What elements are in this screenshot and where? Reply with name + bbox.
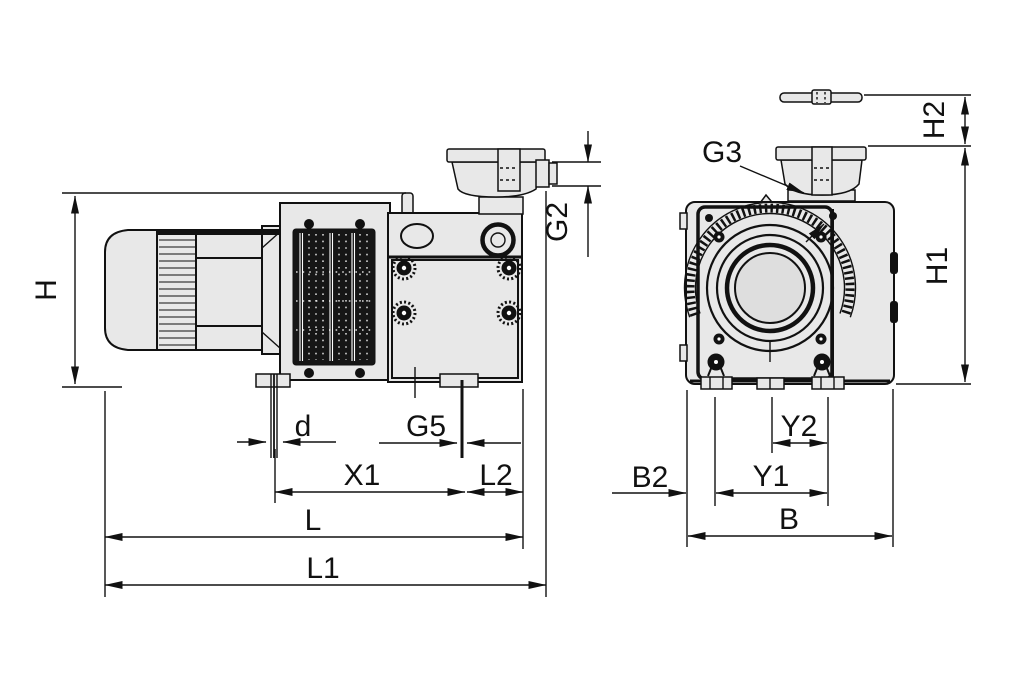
clamp-knobs-front	[707, 353, 831, 377]
bore-ring	[724, 242, 816, 334]
dimension-g5: G5	[379, 410, 521, 447]
filter-clamp-strap	[811, 146, 833, 196]
motor	[104, 225, 283, 355]
mounting-feet-side	[255, 373, 479, 458]
filter-cup	[451, 161, 541, 198]
grille-perforations	[296, 234, 372, 360]
foot	[811, 376, 845, 390]
dimension-l2: L2	[466, 459, 524, 496]
oil-fill-plug-center	[490, 232, 506, 248]
foot	[255, 373, 291, 388]
dimension-d: d	[237, 410, 336, 446]
star-knob	[496, 255, 522, 281]
dimension-b: B	[686, 389, 894, 547]
star-knob	[391, 300, 417, 326]
filter-cover-disc	[779, 89, 863, 105]
pump-body-front	[679, 201, 898, 390]
dimension-y2-label: Y2	[781, 410, 818, 443]
side-lug	[890, 301, 898, 323]
side-tab	[679, 212, 688, 230]
dimension-d-label: d	[295, 410, 312, 443]
leader-line	[739, 165, 805, 194]
dimension-y1-label: Y1	[753, 460, 790, 493]
cover-disc-strap	[811, 89, 832, 105]
dimension-b2: B2	[612, 461, 687, 497]
bearing-arc-outer	[683, 201, 857, 318]
foot	[700, 376, 733, 390]
pump-block	[387, 212, 523, 383]
dimension-l1-label: L1	[306, 552, 339, 585]
filter-lid	[446, 148, 546, 163]
grille-screw-hole	[304, 219, 314, 229]
filter-clamp-strap	[497, 148, 521, 192]
oil-sight-glass	[400, 223, 434, 249]
dimension-g2: G2	[541, 131, 601, 257]
bearing-arc-inner	[694, 212, 846, 314]
pump-body-side	[387, 212, 523, 398]
flange-brace-bottom	[261, 331, 282, 350]
dimension-h1-label: H1	[921, 247, 954, 285]
dimension-y2: Y2	[771, 397, 828, 453]
dimension-b2-label: B2	[632, 461, 669, 494]
oil-fill-plug	[480, 222, 516, 258]
vent-grille	[292, 228, 376, 366]
cooling-fins	[159, 239, 196, 346]
star-knob	[496, 300, 522, 326]
callout-g3: G3	[702, 136, 805, 194]
filter-housing-front	[755, 146, 867, 208]
bore-circle	[734, 252, 806, 324]
filter-neck	[478, 196, 524, 215]
grille-slats	[299, 233, 356, 361]
cover-circle	[715, 233, 825, 343]
dimension-l-label: L	[305, 504, 322, 537]
dimension-h-label: H	[30, 279, 63, 301]
star-knobs	[391, 255, 522, 326]
vent-grille-panel	[279, 202, 391, 381]
dimension-b-label: B	[779, 503, 799, 536]
g3-label: G3	[702, 136, 742, 169]
drain-rod	[270, 374, 278, 458]
corner-screw	[705, 214, 713, 222]
dimension-h1: H1	[896, 147, 971, 385]
dimension-l1: L1	[104, 191, 547, 597]
exhaust-port-tip	[548, 162, 558, 185]
corner-screw	[829, 212, 837, 220]
dimension-x1: X1	[274, 449, 466, 503]
front-view: G3 H2 H1 B2 Y2 Y1	[612, 89, 971, 547]
dimension-h2-label: H2	[918, 101, 951, 139]
dimension-l2-label: L2	[479, 459, 512, 492]
foot	[439, 373, 479, 388]
rotation-arrow	[805, 223, 825, 243]
grille-screw-hole	[304, 368, 314, 378]
filter-housing-side	[446, 148, 558, 215]
dimension-g5-label: G5	[406, 410, 446, 443]
side-view: H G2 d G5 X1 L2	[30, 131, 601, 597]
dimension-x1-label: X1	[344, 459, 381, 492]
grille-screw-hole	[355, 368, 365, 378]
mounting-feet-front	[700, 376, 845, 390]
dimension-y1: Y1	[714, 397, 829, 506]
side-lug	[890, 252, 898, 274]
bearing-arc-knurl	[685, 203, 855, 317]
motor-end-cap	[104, 229, 158, 351]
star-knob	[391, 255, 417, 281]
grille-screw-hole	[355, 219, 365, 229]
dimension-l: L	[104, 389, 524, 597]
side-tab	[679, 344, 688, 362]
dimension-h2: H2	[864, 94, 971, 147]
bore-face	[735, 253, 805, 323]
dimension-h: H	[30, 192, 406, 388]
exhaust-port	[535, 159, 550, 188]
motor-adapter-box	[195, 257, 263, 327]
